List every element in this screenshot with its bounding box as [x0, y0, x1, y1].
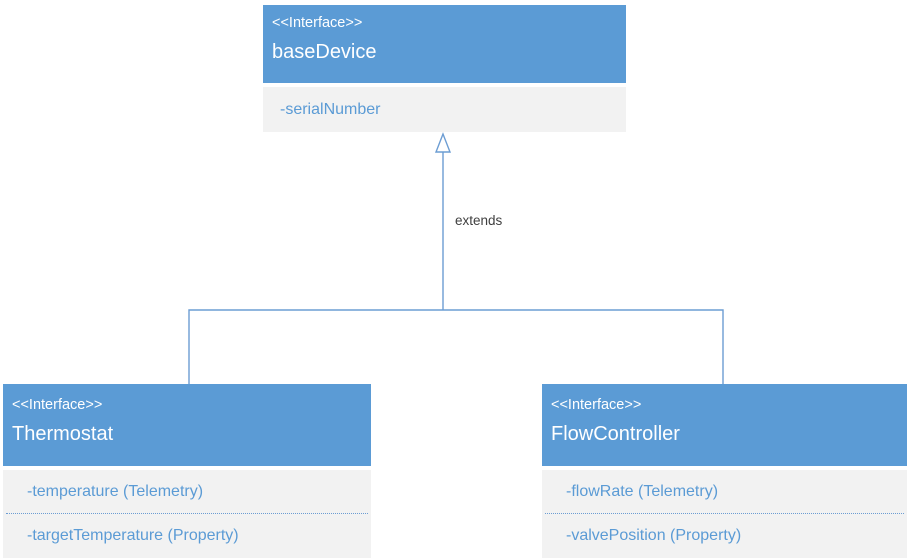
attribute-serialnumber: -serialNumber — [280, 100, 381, 118]
class-box-basedevice: <<Interface>> baseDevice -serialNumber — [263, 5, 626, 132]
attribute-targettemperature: -targetTemperature (Property) — [27, 526, 239, 544]
stereotype-label: <<Interface>> — [272, 15, 363, 31]
attribute-separator — [6, 513, 368, 514]
stereotype-label: <<Interface>> — [551, 397, 642, 413]
attribute-temperature: -temperature (Telemetry) — [27, 482, 204, 500]
class-name-flowcontroller: FlowController — [551, 423, 680, 446]
class-header-flowcontroller: <<Interface>> FlowController — [542, 384, 907, 466]
stereotype-label: <<Interface>> — [12, 397, 103, 413]
connector-label-extends: extends — [455, 213, 503, 228]
class-attributes-basedevice: -serialNumber — [263, 87, 626, 132]
class-attributes-thermostat: -temperature (Telemetry) -targetTemperat… — [3, 470, 371, 558]
class-header-basedevice: <<Interface>> baseDevice — [263, 5, 626, 83]
attribute-valveposition: -valvePosition (Property) — [566, 526, 742, 544]
attribute-separator — [545, 513, 904, 514]
class-header-thermostat: <<Interface>> Thermostat — [3, 384, 371, 466]
inheritance-triangle-icon — [434, 132, 452, 153]
class-box-thermostat: <<Interface>> Thermostat -temperature (T… — [3, 384, 371, 558]
class-box-flowcontroller: <<Interface>> FlowController -flowRate (… — [542, 384, 907, 558]
attribute-flowrate: -flowRate (Telemetry) — [566, 482, 719, 500]
class-attributes-flowcontroller: -flowRate (Telemetry) -valvePosition (Pr… — [542, 470, 907, 558]
connector-branch-line — [188, 309, 724, 384]
class-name-basedevice: baseDevice — [272, 41, 377, 64]
class-name-thermostat: Thermostat — [12, 423, 114, 446]
